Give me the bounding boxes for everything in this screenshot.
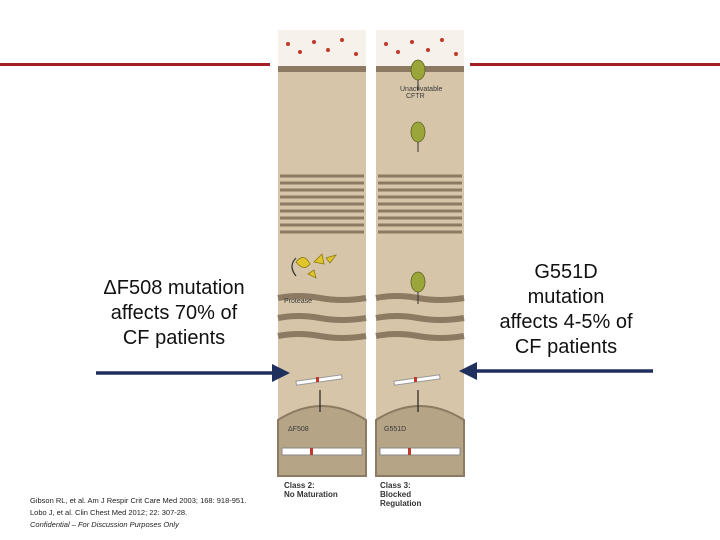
header-rule-right — [470, 63, 720, 66]
left-caption-line: affects 70% of — [110, 302, 238, 324]
citation-2: Lobo J, et al. Clin Chest Med 2012; 22: … — [30, 508, 188, 517]
mutation-label-left: ΔF508 — [288, 426, 309, 433]
citation-1: Gibson RL, et al. Am J Respir Crit Care … — [30, 496, 247, 505]
confidential-note: Confidential – For Discussion Purposes O… — [30, 520, 179, 529]
class3-label: Class 3: Blocked Regulation — [380, 481, 422, 508]
right-caption: G551D mutation affects 4-5% of CF patien… — [468, 260, 664, 360]
protease-label: Protease — [284, 298, 313, 305]
protease-icon — [295, 253, 338, 279]
panel-class3 — [375, 30, 465, 477]
mutation-label-right: G551D — [384, 426, 407, 433]
right-caption-line: G551D — [534, 261, 598, 283]
unactivatable-label: Unactivatable CFTR — [400, 86, 443, 100]
left-caption: ΔF508 mutation affects 70% of CF patient… — [74, 276, 274, 351]
right-caption-line: CF patients — [514, 336, 618, 358]
right-arrow-icon — [96, 364, 290, 382]
left-caption-line: ΔF508 mutation — [103, 277, 245, 299]
left-caption-line: CF patients — [122, 327, 226, 349]
header-rule-left — [0, 63, 270, 66]
panel-class2 — [277, 30, 367, 477]
left-arrow-icon — [459, 362, 653, 380]
right-caption-line: mutation — [527, 286, 605, 308]
right-caption-line: affects 4-5% of — [499, 311, 633, 333]
class2-label: Class 2: No Maturation — [284, 481, 338, 499]
